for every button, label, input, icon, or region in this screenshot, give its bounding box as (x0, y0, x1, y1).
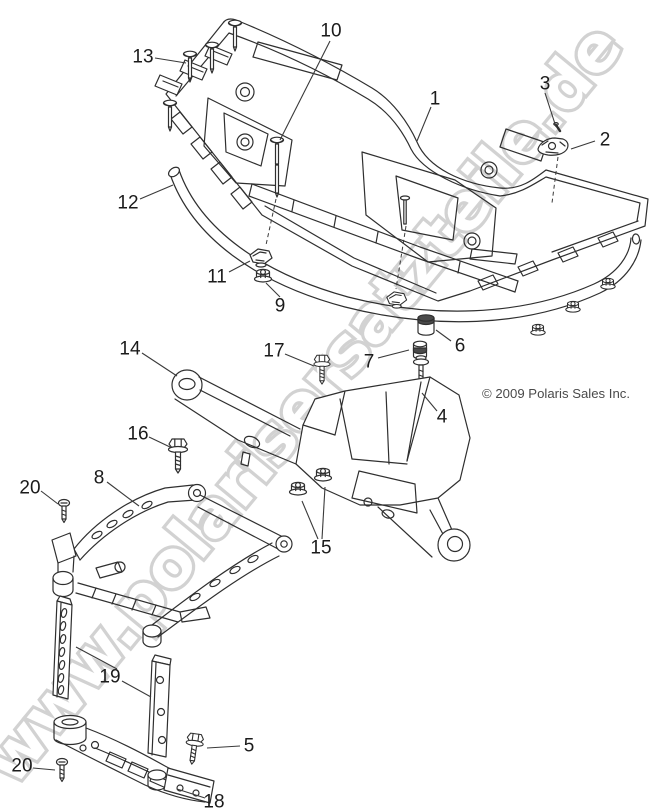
support-frame-part (51, 483, 293, 648)
leader-line-14 (141, 352, 178, 377)
front-rack-part (154, 18, 649, 302)
callout-1-0: 1 (430, 89, 441, 110)
leader-line-20 (40, 490, 59, 505)
callout-5-4: 5 (244, 736, 255, 757)
screw-20a (57, 498, 71, 524)
callout-16-15: 16 (127, 424, 148, 445)
clip-part-11 (249, 248, 273, 268)
leader-line-1 (416, 106, 432, 142)
callout-4-3: 4 (437, 407, 448, 428)
leader-line-20 (32, 767, 56, 771)
callout-18-17: 18 (203, 792, 224, 811)
callout-13-12: 13 (132, 47, 153, 68)
nut-part (565, 300, 581, 313)
callout-7-6: 7 (364, 352, 375, 373)
leader-line-18 (176, 788, 206, 799)
leader-line-19 (121, 680, 152, 698)
latch-part (537, 137, 569, 156)
callout-20-19: 20 (19, 478, 40, 499)
leader-line-16 (148, 436, 171, 448)
nut-part-9 (253, 268, 273, 283)
callout-20-20: 20 (11, 756, 32, 777)
bolt-5 (182, 732, 206, 766)
leader-line-11 (228, 260, 251, 273)
leader-line-6 (435, 329, 452, 342)
leader-line-17 (284, 353, 315, 367)
rack-screws (162, 19, 411, 225)
bumper-bracket-part (53, 714, 215, 804)
leader-line-12 (139, 184, 174, 200)
leader-line-10 (279, 40, 331, 141)
brace-plates-part (52, 595, 172, 758)
bushing-upper-part (417, 314, 435, 336)
copyright-text: © 2009 Polaris Sales Inc. (482, 386, 630, 401)
callout-6-5: 6 (455, 336, 466, 357)
leader-line-2 (570, 140, 596, 150)
callout-15-14: 15 (310, 538, 331, 559)
leader-line-3 (544, 92, 557, 128)
nut-15a (288, 481, 308, 496)
leader-line-15 (301, 500, 319, 540)
callout-12-11: 12 (117, 193, 138, 214)
leader-line-13 (154, 57, 187, 64)
nut-part (530, 323, 546, 336)
callout-17-16: 17 (263, 341, 284, 362)
callout-14-13: 14 (119, 339, 141, 360)
bolt-16 (167, 438, 189, 474)
nut-part (600, 277, 616, 290)
callout-11-10: 11 (207, 267, 227, 288)
callout-9-8: 9 (275, 296, 286, 317)
callout-10-9: 10 (320, 21, 341, 42)
callout-3-2: 3 (540, 74, 551, 95)
leader-line-19 (75, 646, 118, 670)
rack-lower-rim (248, 183, 519, 293)
bushing-lower-part (412, 340, 428, 360)
leader-line-9 (265, 282, 281, 298)
leader-line-8 (106, 481, 140, 507)
leader-line-15 (321, 486, 326, 540)
leader-line-4 (421, 392, 438, 412)
callout-19-18: 19 (99, 667, 120, 688)
leader-line-7 (377, 349, 410, 359)
assembly-lines (265, 156, 559, 290)
leader-line-5 (206, 745, 241, 749)
callout-8-7: 8 (94, 468, 105, 489)
callout-2-1: 2 (600, 130, 611, 151)
screw-20b (55, 757, 69, 783)
nut-15b (313, 467, 333, 482)
bulkhead-bracket-part (171, 369, 471, 562)
